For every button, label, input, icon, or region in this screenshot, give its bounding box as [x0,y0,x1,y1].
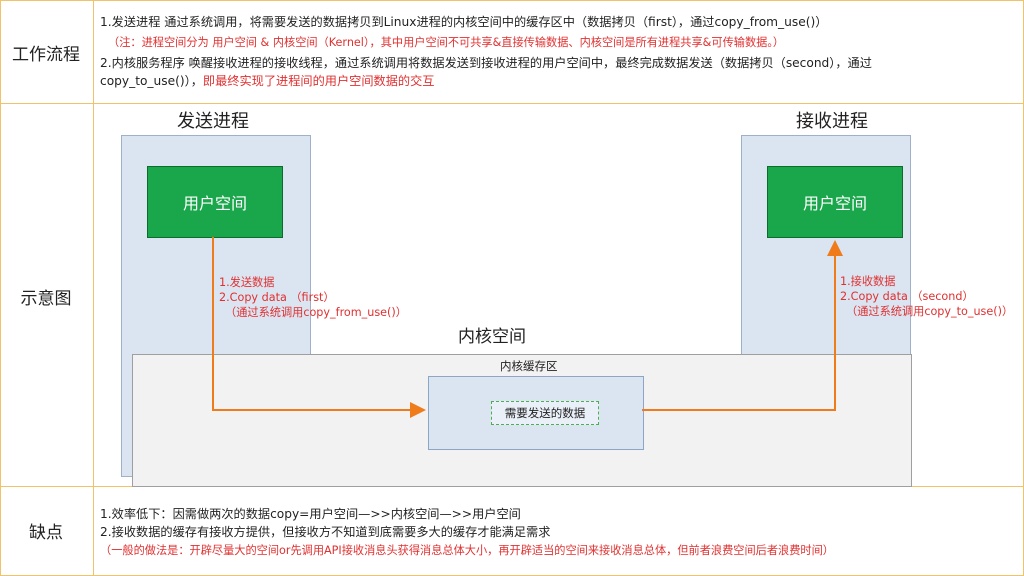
cons-item-1: 1.效率低下：因需做两次的数据copy=用户空间—>>内核空间—>>用户空间 [100,507,521,521]
receive-annotation-line: 1.接收数据 [840,275,896,288]
cons-note: （一般的做法是：开辟尽量大的空间or先调用API接收消息头获得消息总体大小，再开… [100,544,834,557]
cons-row-label: 缺点 [29,523,63,543]
workflow-row-label: 工作流程 [12,45,80,65]
workflow-step-1: 1.发送进程 通过系统调用，将需要发送的数据拷贝到Linux进程的内核空间中的缓… [100,15,828,29]
workflow-step-2: 2.内核服务程序 唤醒接收进程的接收线程，通过系统调用将数据发送到接收进程的用户… [100,56,872,70]
workflow-step-2-tail: copy_to_use()）， [100,74,203,88]
send-annotation-line: （通过系统调用copy_from_use()） [225,306,407,319]
sender-user-space: 用户空间 [147,166,283,238]
send-annotation: 1.发送数据 2.Copy data （first） （通过系统调用copy_f… [219,275,407,320]
receive-annotation-line: 2.Copy data （second） [840,290,974,303]
receiver-user-space: 用户空间 [767,166,903,238]
receive-annotation: 1.接收数据 2.Copy data （second） （通过系统调用copy_… [840,274,1013,319]
copy-from-user-arrow [212,237,426,418]
cons-item-2: 2.接收数据的缓存有接收方提供，但接收方不知道到底需要多大的缓存才能满足需求 [100,525,551,539]
kernel-space-title: 内核空间 [458,327,526,347]
send-annotation-line: 2.Copy data （first） [219,291,335,304]
diagram-row-label: 示意图 [20,289,72,309]
workflow-step-2-cont: copy_to_use()），即最终实现了进程间的用户空间数据的交互 [100,73,434,89]
workflow-note: （注：进程空间分为 用户空间 & 内核空间（Kernel），其中用户空间不可共享… [108,36,785,49]
kernel-buffer-title: 内核缓存区 [500,359,558,373]
receive-annotation-line: （通过系统调用copy_to_use()） [846,305,1014,318]
copy-to-user-arrow [642,240,843,411]
row-divider [0,103,1024,104]
workflow-conclusion: 即最终实现了进程间的用户空间数据的交互 [202,74,435,88]
send-annotation-line: 1.发送数据 [219,276,275,289]
receiver-process-title: 接收进程 [796,111,868,132]
sender-process-title: 发送进程 [177,111,249,132]
data-to-send: 需要发送的数据 [491,401,599,425]
column-divider [93,0,94,576]
